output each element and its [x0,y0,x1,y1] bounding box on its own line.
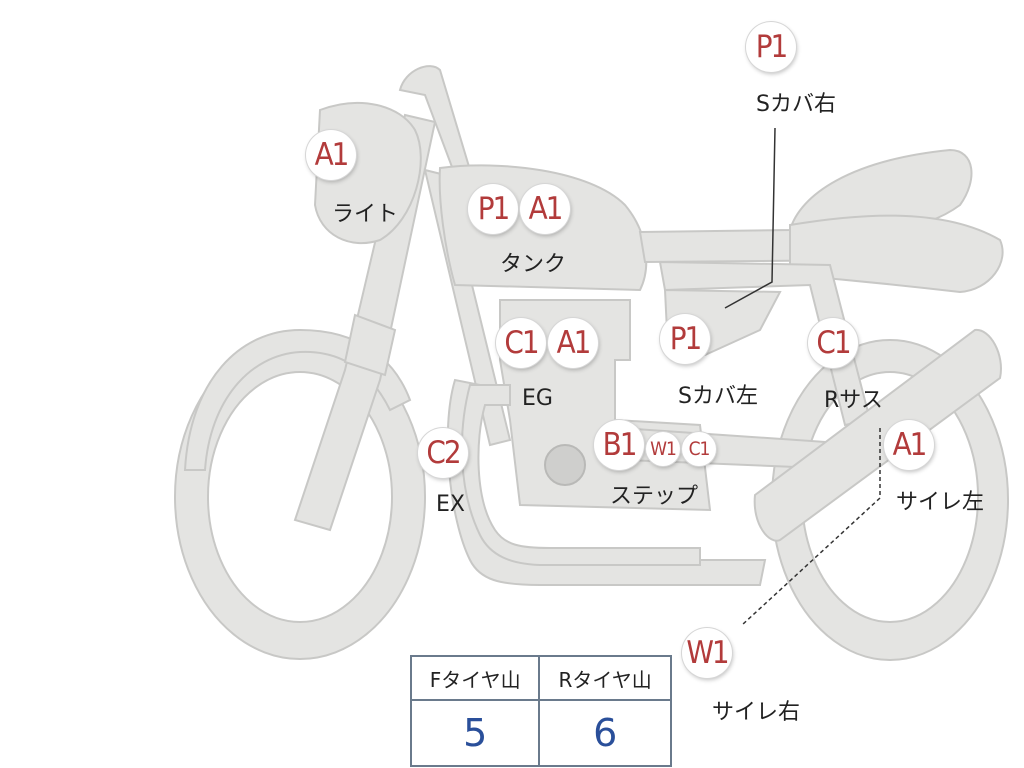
label-light: ライト [332,202,399,227]
label-step: ステップ [610,484,699,509]
badge-exhaust-0: C2 [418,428,468,478]
label-exhaust: EX [436,492,465,517]
label-muffler-right: サイレ右 [712,700,801,725]
rear-tire-value: 6 [538,699,672,767]
front-tire-header: Fタイヤ山 [409,655,541,701]
badge-step-0: B1 [594,420,644,470]
label-muffler-left: サイレ左 [896,490,985,515]
label-side-cover-left: Sカバ左 [678,384,758,409]
front-tire-value: 5 [409,699,541,767]
badge-side-cover-right-0: P1 [746,22,796,72]
badge-muffler-right-0: W1 [682,628,732,678]
badge-light-0: A1 [306,130,356,180]
badge-tank-1: A1 [520,184,570,234]
badge-rear-suspension-0: C1 [808,318,858,368]
label-tank: タンク [500,252,567,277]
badge-step-2: C1 [682,432,716,466]
rear-tire-header: Rタイヤ山 [538,655,672,701]
fork-clamp [343,313,397,377]
exhaust-pipe-upper [461,384,701,566]
badge-muffler-left-0: A1 [884,420,934,470]
label-engine: EG [522,386,553,411]
badge-tank-0: P1 [468,184,518,234]
badge-engine-0: C1 [496,318,546,368]
badge-step-1: W1 [646,432,680,466]
engine-cover [544,444,586,486]
badge-engine-1: A1 [548,318,598,368]
label-rear-suspension: Rサス [824,388,883,413]
muffler [753,328,1002,542]
tire-table-value-row: 5 6 [409,699,672,767]
leader-line-muffler-right [741,428,881,626]
leader-line-side-cover-right [724,127,776,309]
badge-side-cover-left-0: P1 [660,314,710,364]
label-side-cover-right: Sカバ右 [756,92,836,117]
tire-tread-table: Fタイヤ山 Rタイヤ山 5 6 [409,655,672,767]
rear-wheel [771,339,1010,661]
tail-cowl [789,214,1004,294]
tire-table-header-row: Fタイヤ山 Rタイヤ山 [409,655,672,701]
